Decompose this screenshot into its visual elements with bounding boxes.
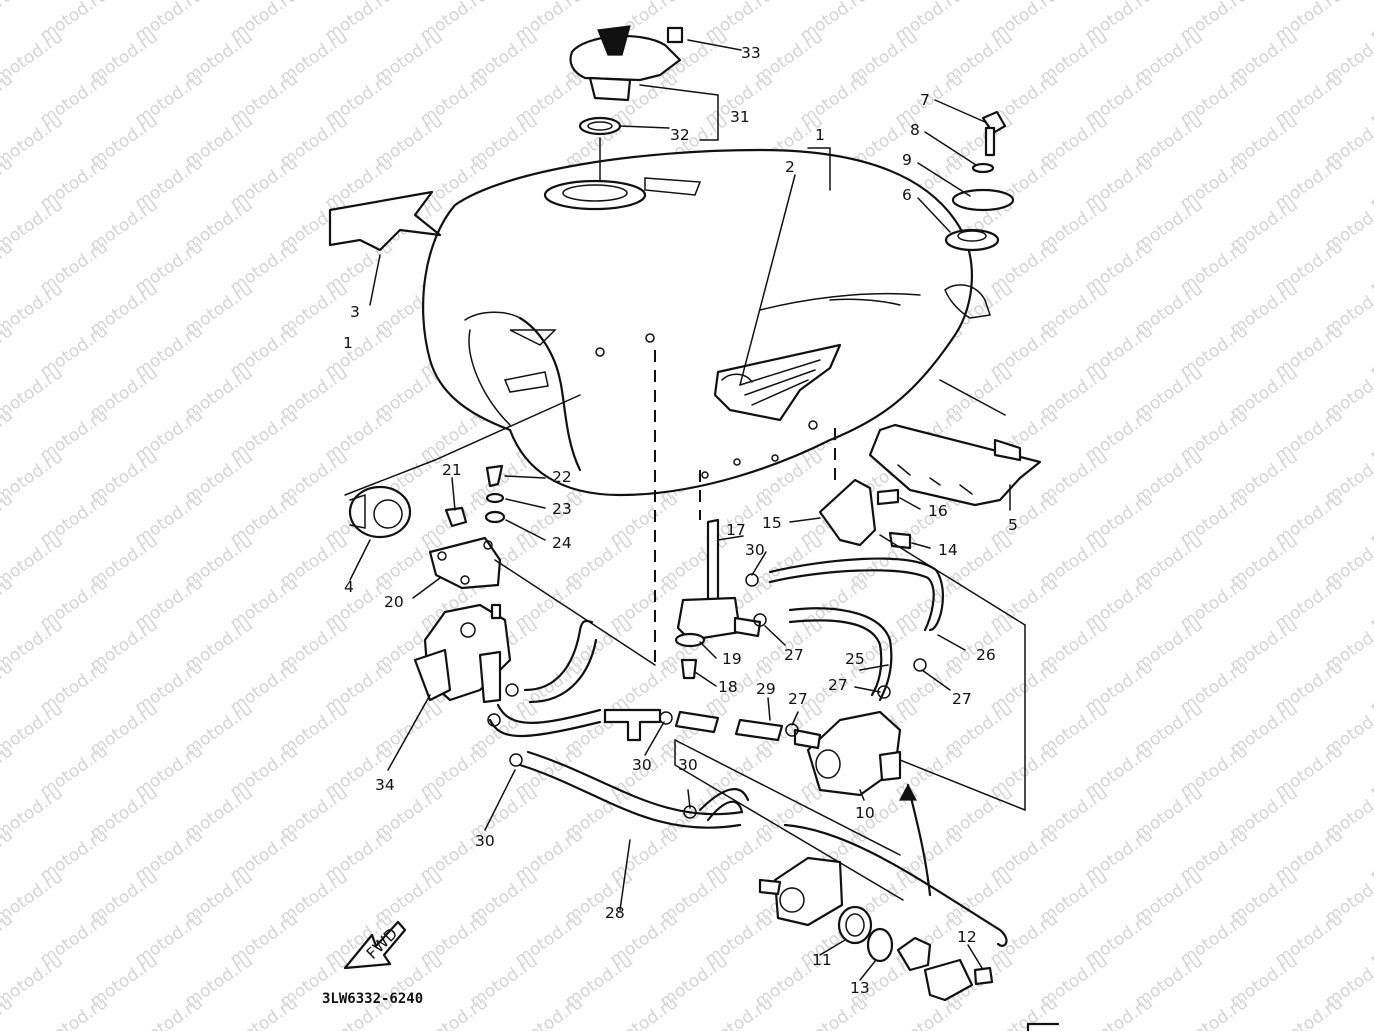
hose-29 [734,718,784,742]
pump-valve [896,936,932,972]
part-number-25: 25 [845,650,865,668]
hose-short-1 [674,710,720,734]
part-number-1: 1 [815,126,825,144]
fwd-arrow: FWD [343,920,407,970]
bracket-plate [428,536,502,590]
pump-body-detail [758,856,844,927]
part-number-26: 26 [976,646,996,664]
washer-8 [971,162,995,174]
part-number-30-bottom: 30 [475,832,495,850]
part-number-29: 29 [756,680,776,698]
part-number-4: 4 [344,578,354,596]
mount-bolt [981,110,1007,157]
part-number-17: 17 [726,521,746,539]
part-number-32: 32 [670,126,690,144]
part-number-labels: 33 31 32 1 2 3 1 7 8 9 6 5 16 14 15 17 3… [343,44,1018,997]
part-number-30-mid: 30 [632,756,652,774]
part-number-20: 20 [384,593,404,611]
part-number-2: 2 [785,158,795,176]
washer-24 [484,510,506,524]
part-number-6: 6 [902,186,912,204]
screw-22 [485,464,504,488]
part-number-11: 11 [812,951,832,969]
part-number-18: 18 [718,678,738,696]
screw-18 [680,658,698,680]
screw-21 [444,506,468,528]
part-number-9: 9 [902,151,912,169]
tank-emblem [713,343,842,422]
part-number-19: 19 [722,650,742,668]
part-number-3: 3 [350,303,360,321]
part-number-28: 28 [605,904,625,922]
vacuum-pump [793,710,902,797]
diaphragm-11 [837,905,873,945]
part-number-30-right: 30 [678,756,698,774]
side-decal [328,190,442,252]
part-number-27-a: 27 [784,646,804,664]
part-number-12: 12 [957,928,977,946]
part-number-23: 23 [552,500,572,518]
part-number-22: 22 [552,468,572,486]
part-number-30-top: 30 [745,541,765,559]
fuel-cap-assembly [569,25,684,102]
part-number-1-left: 1 [343,334,353,352]
leader-lines [349,39,1011,981]
part-number-31: 31 [730,108,750,126]
part-number-21: 21 [442,461,462,479]
fuel-tank [422,148,991,497]
part-number-27-c: 27 [952,690,972,708]
part-number-16: 16 [928,502,948,520]
part-number-15: 15 [762,514,782,532]
grommet [348,485,412,539]
part-number-10: 10 [855,804,875,822]
fuel-pump [413,603,512,704]
part-number-34: 34 [375,776,395,794]
rear-bracket [868,423,1042,507]
fuel-cock [676,518,762,642]
rubber-damper [944,228,1000,252]
pump-cover [923,958,974,1002]
bolt-14 [888,531,912,550]
part-number-7: 7 [920,91,930,109]
part-number-24: 24 [552,534,572,552]
part-number-33: 33 [741,44,761,62]
cap-gasket [578,116,622,136]
o-ring-19 [674,632,706,648]
screw-12 [973,966,994,986]
washer-23 [485,492,505,504]
t-joint [603,708,662,742]
o-ring-13 [866,927,894,963]
part-number-14: 14 [938,541,958,559]
part-number-27-b: 27 [828,676,848,694]
part-number-8: 8 [910,121,920,139]
part-number-27-d: 27 [788,690,808,708]
part-number-5: 5 [1008,516,1018,534]
drawing-code: 3LW6332-6240 [322,991,423,1007]
stay-bracket [818,478,877,547]
hose-clips [487,573,927,819]
bolt-16 [876,488,900,506]
plate-washer [951,188,1015,212]
corner-mark [1026,1022,1060,1031]
part-number-13: 13 [850,979,870,997]
